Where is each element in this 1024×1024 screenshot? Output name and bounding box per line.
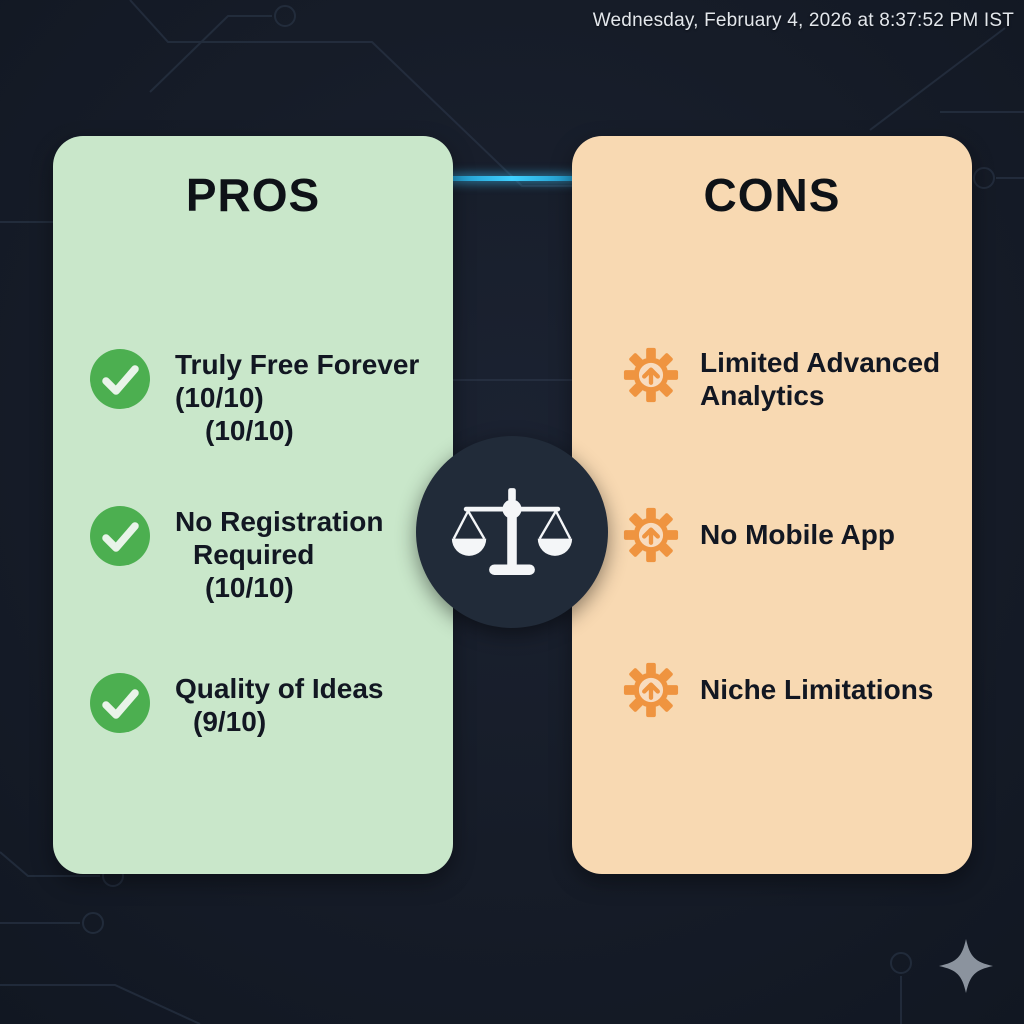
pros-title: PROS bbox=[185, 169, 321, 221]
pros-item-line: (9/10) bbox=[193, 706, 267, 737]
cons-item-line: Limited Advanced bbox=[700, 347, 941, 378]
pros-item-line: (10/10) bbox=[205, 572, 294, 603]
check-circle-icon bbox=[89, 505, 151, 572]
gear-up-arrow-icon bbox=[622, 506, 680, 569]
check-circle-icon bbox=[89, 348, 151, 415]
connector-line bbox=[444, 176, 580, 181]
cons-title: CONS bbox=[703, 169, 841, 221]
pros-item-text: Truly Free Forever (10/10) (10/10) bbox=[175, 348, 419, 447]
pros-item-no-registration: No Registration Required (10/10) bbox=[89, 505, 383, 604]
sparkle-icon bbox=[939, 939, 993, 993]
timestamp: Wednesday, February 4, 2026 at 8:37:52 P… bbox=[592, 10, 1014, 31]
pros-item-truly-free: Truly Free Forever (10/10) (10/10) bbox=[89, 348, 419, 447]
cons-item-analytics: Limited Advanced Analytics bbox=[622, 346, 940, 412]
cons-item-line: Niche Limitations bbox=[700, 674, 934, 705]
pros-item-text: No Registration Required (10/10) bbox=[175, 505, 383, 604]
gear-up-arrow-icon bbox=[622, 661, 680, 724]
pros-panel: PROS Truly Free Forever (10/10) (10/10) bbox=[53, 136, 453, 874]
pros-item-line: Required bbox=[193, 539, 315, 570]
balance-scale-icon bbox=[451, 488, 573, 575]
pros-item-line: Quality of Ideas bbox=[175, 673, 384, 704]
cons-item-mobile: No Mobile App bbox=[622, 506, 895, 569]
pros-item-line: Truly Free Forever bbox=[175, 349, 420, 380]
pros-item-line: (10/10) bbox=[205, 415, 294, 446]
pros-item-quality: Quality of Ideas (9/10) bbox=[89, 672, 384, 739]
cons-item-text: No Mobile App bbox=[700, 518, 895, 551]
pros-item-line: (10/10) bbox=[175, 382, 264, 413]
pros-item-line: No Registration bbox=[175, 506, 384, 537]
pros-item-text: Quality of Ideas (9/10) bbox=[175, 672, 384, 738]
balance-badge bbox=[416, 436, 608, 628]
cons-item-line: Analytics bbox=[700, 380, 825, 411]
gear-up-arrow-icon bbox=[622, 346, 680, 409]
cons-item-niche: Niche Limitations bbox=[622, 661, 933, 724]
cons-item-text: Limited Advanced Analytics bbox=[700, 346, 940, 412]
cons-item-text: Niche Limitations bbox=[700, 673, 933, 706]
check-circle-icon bbox=[89, 672, 151, 739]
cons-panel: CONS bbox=[572, 136, 972, 874]
cons-item-line: No Mobile App bbox=[700, 519, 895, 550]
